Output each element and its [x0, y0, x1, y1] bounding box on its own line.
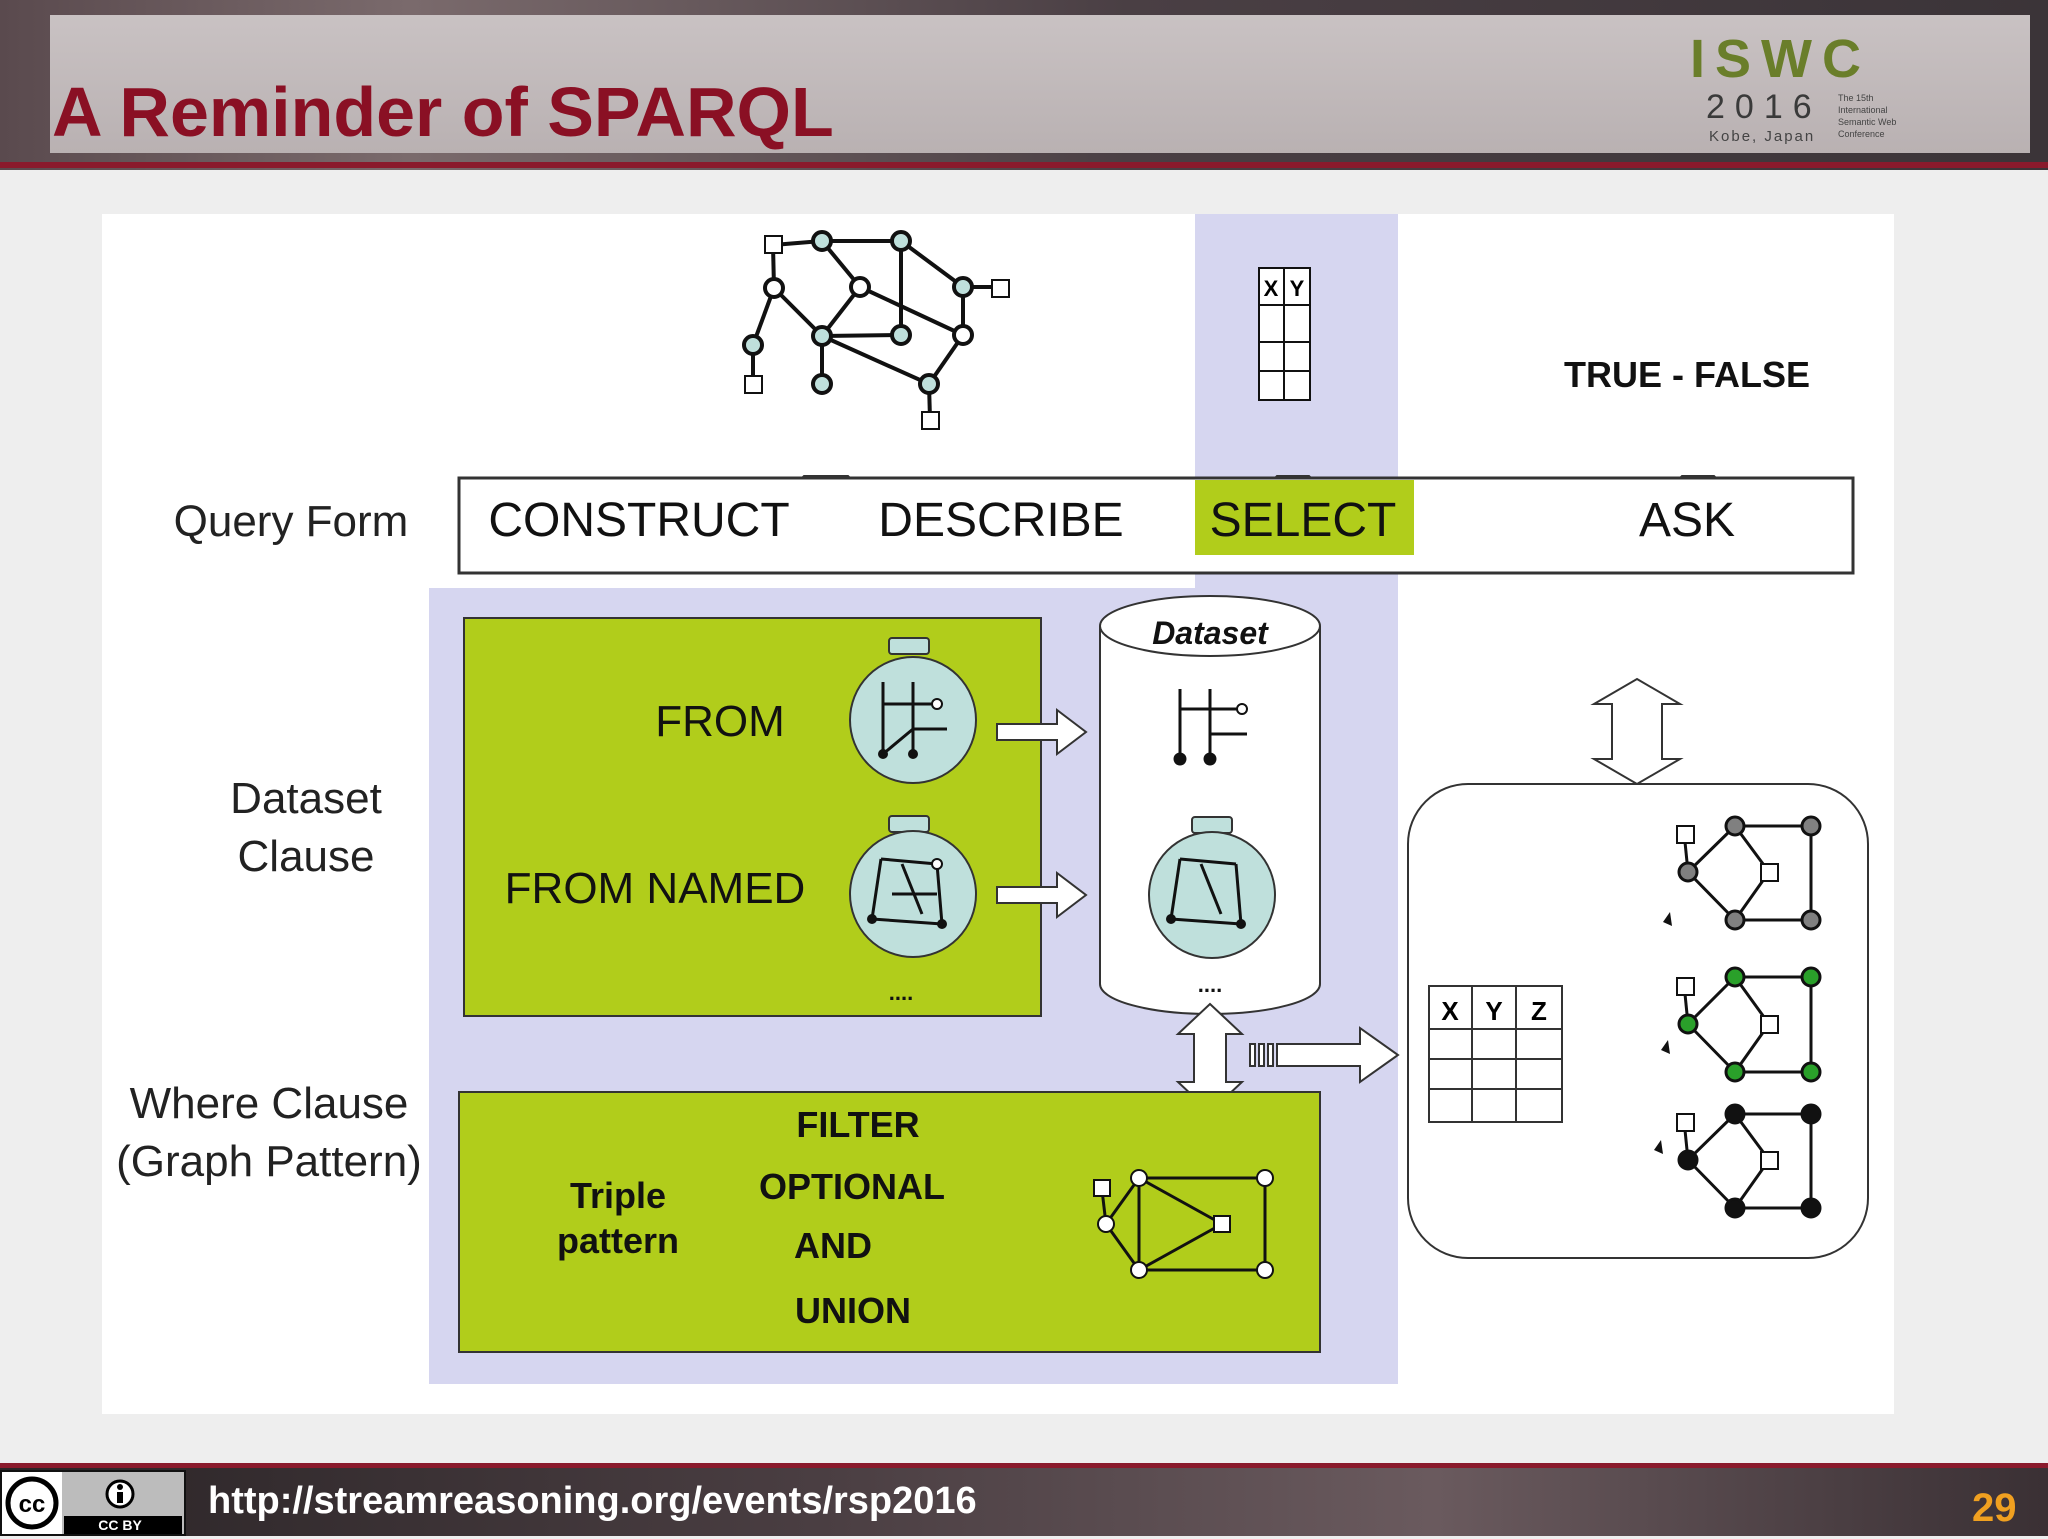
row-label-where-clause-line1: Where Clause	[130, 1079, 409, 1128]
cc-by-license-badge: cc CC BY	[0, 1470, 186, 1536]
iswc-logo: ISWC 2016 Kobe, Japan The 15th Internati…	[1690, 22, 1920, 152]
query-form-construct: CONSTRUCT	[488, 494, 789, 547]
dataset-ellipsis: ....	[1198, 972, 1222, 997]
right-arrows	[996, 707, 1088, 920]
result-table-header-z: Z	[1531, 996, 1547, 1026]
dataset-label: Dataset	[1152, 615, 1269, 651]
query-form-select: SELECT	[1210, 494, 1397, 547]
where-keyword-optional: OPTIONAL	[759, 1166, 945, 1207]
cc-icon: cc CC BY	[2, 1472, 182, 1534]
construct-graph-icon	[742, 230, 1010, 430]
select-result-table: X Y	[1258, 267, 1311, 401]
select-table-header-y: Y	[1290, 276, 1305, 301]
arrow-to-results	[1249, 1026, 1400, 1084]
where-keyword-union: UNION	[795, 1290, 911, 1331]
query-form-describe: DESCRIBE	[878, 494, 1123, 547]
from-named-graph-globe	[849, 815, 977, 958]
select-highlight	[1195, 480, 1414, 555]
footer-url-link[interactable]: http://streamreasoning.org/events/rsp201…	[208, 1480, 977, 1522]
footer-background	[0, 1466, 2048, 1536]
result-graph-gray	[1676, 815, 1822, 931]
select-table-header-x: X	[1264, 276, 1279, 301]
query-form-box	[457, 476, 1855, 575]
result-pointer-arrows	[1654, 912, 1672, 1154]
query-form-ask: ASK	[1639, 494, 1735, 547]
dataset-clause-from: FROM	[655, 697, 785, 746]
arrow-from-named-to-dataset	[996, 870, 1088, 920]
graph-pattern-icon	[1093, 1169, 1274, 1279]
page-number: 29	[1972, 1486, 2017, 1530]
dataset-named-graph-globe	[1148, 816, 1276, 959]
where-clause-box	[458, 1091, 1321, 1353]
logo-subtitle: The 15th International Semantic Web Conf…	[1838, 93, 1897, 139]
header-panel	[50, 15, 2030, 153]
triple-pattern-line2: pattern	[557, 1220, 679, 1261]
from-graph-globe	[849, 637, 977, 784]
svg-text:cc: cc	[19, 1491, 46, 1518]
where-keyword-and: AND	[794, 1225, 872, 1266]
dataset-graph-icon	[1173, 689, 1248, 766]
sparql-diagram: X Y TRUE - FALSE CONSTRUCT DESCRIBE SELE…	[102, 214, 1894, 1414]
result-table: X Y Z	[1428, 985, 1563, 1123]
row-label-dataset-clause-line1: Dataset	[230, 774, 382, 823]
header-divider	[0, 162, 2048, 168]
footer-divider	[0, 1463, 2048, 1468]
row-label-where-clause-line2: (Graph Pattern)	[116, 1137, 422, 1186]
triple-pattern-line1: Triple	[570, 1175, 666, 1216]
result-table-header-y: Y	[1485, 996, 1502, 1026]
dataset-clause-from-named: FROM NAMED	[505, 864, 806, 913]
arrow-from-to-dataset	[996, 707, 1088, 757]
where-keyword-filter: FILTER	[796, 1104, 919, 1145]
dataset-clause-ellipsis: ....	[889, 980, 913, 1005]
slide-title: A Reminder of SPARQL	[52, 73, 834, 151]
row-label-dataset-clause-line2: Clause	[238, 832, 375, 881]
logo-year: 2016	[1706, 88, 1822, 126]
row-label-query-form: Query Form	[174, 497, 409, 546]
ask-result-label: TRUE - FALSE	[1564, 354, 1810, 395]
ask-results-double-arrow	[1590, 677, 1684, 786]
logo-place: Kobe, Japan	[1709, 128, 1816, 145]
logo-mark: ISWC	[1690, 29, 1871, 89]
cc-license-label: CC BY	[98, 1517, 142, 1533]
sparql-diagram-svg: X Y TRUE - FALSE CONSTRUCT DESCRIBE SELE…	[116, 214, 1869, 1384]
result-graph-black	[1676, 1103, 1822, 1219]
result-table-header-x: X	[1441, 996, 1459, 1026]
result-graph-green	[1676, 966, 1822, 1083]
